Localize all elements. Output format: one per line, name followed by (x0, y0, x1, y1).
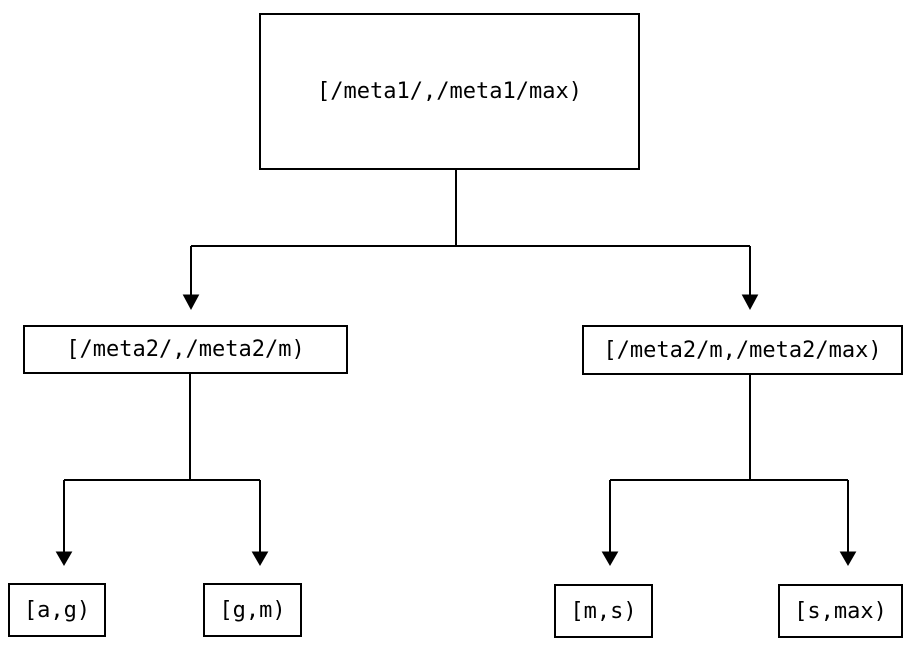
node-label: [s,max) (794, 598, 887, 624)
node-left-interval: [/meta2/,/meta2/m) (23, 325, 348, 374)
arrowhead-down-icon (182, 294, 200, 311)
node-leaf-gm: [g,m) (203, 583, 302, 637)
node-leaf-ms: [m,s) (554, 584, 653, 638)
node-leaf-smax: [s,max) (778, 584, 903, 638)
arrowhead-down-icon (55, 551, 73, 567)
node-label: [a,g) (23, 597, 91, 623)
node-right-interval: [/meta2/m,/meta2/max) (582, 325, 903, 375)
node-root-interval: [/meta1/,/meta1/max) (259, 13, 640, 170)
arrowhead-down-icon (839, 551, 857, 567)
node-label: [/meta2/m,/meta2/max) (603, 337, 882, 363)
arrowhead-down-icon (601, 551, 619, 567)
connector-right-children (609, 375, 849, 552)
node-label: [/meta1/,/meta1/max) (317, 79, 582, 104)
node-leaf-ag: [a,g) (8, 583, 106, 637)
node-label: [m,s) (570, 598, 637, 624)
arrowhead-down-icon (251, 551, 269, 567)
connector-root-children (190, 170, 751, 295)
connector-left-children (63, 374, 261, 552)
arrowhead-down-icon (741, 294, 759, 311)
node-label: [g,m) (219, 597, 286, 623)
node-label: [/meta2/,/meta2/m) (66, 337, 305, 362)
